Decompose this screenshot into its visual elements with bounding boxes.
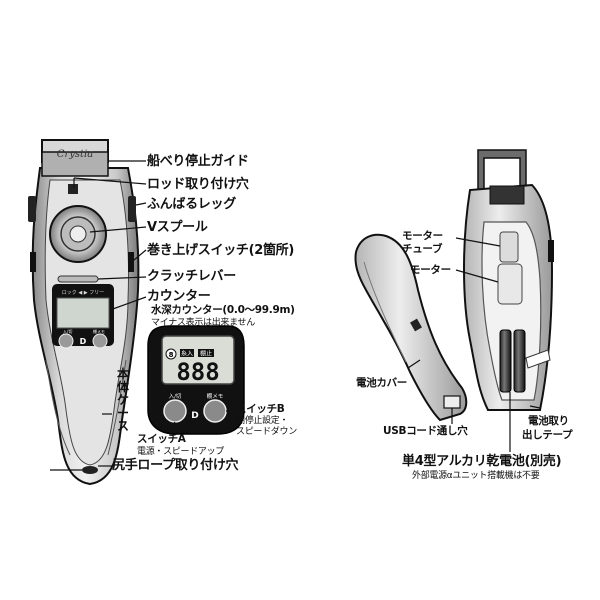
label-switch-b: スイッチB <box>236 403 285 415</box>
label-boat-stop-guide: 船べり停止ガイド <box>147 154 249 169</box>
lcd-digits: 888 <box>176 358 219 386</box>
label-minus-note: マイナス表示は出来ません <box>151 318 255 328</box>
motor-tube <box>499 231 519 263</box>
svg-text:糸入: 糸入 <box>181 350 193 358</box>
svg-text:ロック ◀ ▶ フリー: ロック ◀ ▶ フリー <box>62 290 104 296</box>
clutch-lever <box>57 275 99 283</box>
label-switch-a-desc: 電源・スピードアップ <box>137 447 225 457</box>
label-winding-switch: 巻き上げスイッチ(2箇所) <box>147 243 295 258</box>
usb-hole <box>443 395 461 409</box>
label-body-case: 本体ケース <box>116 367 129 433</box>
left-reel-device: Crystia ロック ◀ ▶ フリー 入/切 棚メモ D <box>28 139 140 486</box>
rod-mount-hole <box>68 184 78 194</box>
label-motor-tube-2: チューブ <box>402 243 443 255</box>
label-motor-tube-1: モーター <box>402 230 443 242</box>
svg-text:8: 8 <box>169 351 174 359</box>
svg-text:棚メモ: 棚メモ <box>93 328 105 334</box>
brand-logo: Crystia <box>57 149 93 160</box>
label-motor: モーター <box>410 264 451 276</box>
label-battery-tape-1: 電池取り <box>528 415 569 427</box>
svg-text:棚メモ: 棚メモ <box>207 392 224 400</box>
label-battery-cover: 電池カバー <box>356 377 407 389</box>
label-clutch-lever: クラッチレバー <box>147 269 236 284</box>
label-battery-note: 外部電源αユニット搭載機は不要 <box>412 471 540 481</box>
lcd-circle-indicator <box>165 348 177 360</box>
label-counter: カウンター <box>147 289 211 304</box>
winding-switch-right <box>128 252 134 272</box>
label-depth-counter: 水深カウンター(0.0〜99.9m) <box>151 304 295 316</box>
svg-text:D: D <box>191 411 198 421</box>
svg-text:棚止: 棚止 <box>200 350 212 358</box>
svg-text:入/切: 入/切 <box>169 393 182 400</box>
label-v-spool: Vスプール <box>147 220 208 235</box>
label-rod-hole: ロッド取り付け穴 <box>147 177 249 192</box>
label-switch-b-desc2: スピードダウン <box>236 427 297 437</box>
label-switch-a: スイッチA <box>137 433 186 445</box>
leg-left <box>28 196 36 222</box>
right-reel-device <box>354 149 554 422</box>
lanyard-hole <box>82 466 98 474</box>
motor <box>497 263 523 305</box>
battery-2 <box>513 329 526 393</box>
label-battery: 単4型アルカリ乾電池(別売) <box>402 454 562 469</box>
label-leg: ふんばるレッグ <box>147 197 236 212</box>
winding-switch-left <box>30 252 36 272</box>
label-lanyard-hole: 尻手ロープ取り付け穴 <box>112 458 239 473</box>
battery-cavity <box>481 221 542 401</box>
label-battery-tape-2: 出しテープ <box>522 429 573 441</box>
leg-right <box>128 196 136 222</box>
switch-a-button <box>163 399 187 423</box>
svg-text:D: D <box>80 337 87 346</box>
svg-text:入/切: 入/切 <box>63 328 72 334</box>
battery-cover <box>354 233 468 422</box>
device-buttons: 入/切 棚メモ D <box>58 328 108 349</box>
label-usb-hole: USBコード通し穴 <box>383 425 468 437</box>
leader-lines <box>50 160 541 471</box>
label-switch-b-desc1: 棚停止設定・ <box>236 416 289 426</box>
battery-pull-tape <box>525 349 551 369</box>
switch-b-button <box>203 399 227 423</box>
battery-1 <box>499 329 512 393</box>
counter-zoom: 8 糸入 棚止 888 入/切 棚メモ D <box>147 325 245 435</box>
